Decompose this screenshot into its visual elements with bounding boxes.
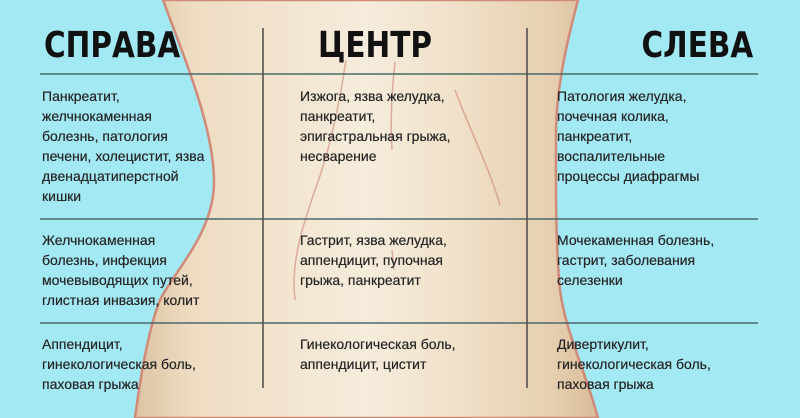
heading-right: СПРАВА — [44, 25, 181, 66]
heading-center: ЦЕНТР — [318, 25, 433, 66]
cell-center-upper: Изжога, язва желудка, панкреатит, эпигас… — [300, 88, 451, 164]
divider-row-1 — [40, 218, 758, 220]
divider-col-1 — [262, 28, 264, 388]
divider-header — [40, 73, 758, 75]
muscle-lines — [293, 59, 501, 301]
heading-left: СЛЕВА — [641, 25, 753, 66]
cell-center-lower: Гинекологическая боль, аппендицит, цисти… — [300, 336, 456, 372]
torso-shape — [133, 0, 600, 418]
cell-left-lower: Дивертикулит, гинекологическая боль, пах… — [557, 336, 711, 392]
cell-left-middle: Мочекаменная болезнь, гастрит, заболеван… — [557, 232, 715, 288]
divider-col-2 — [526, 28, 528, 388]
cell-center-middle: Гастрит, язва желудка, аппендицит, пупоч… — [300, 232, 447, 288]
cell-right-upper: Панкреатит, желчнокаменная болезнь, пато… — [42, 88, 205, 204]
divider-row-2 — [40, 322, 758, 324]
cell-left-upper: Патология желудка, почечная колика, панк… — [557, 88, 700, 184]
cell-right-middle: Желчнокаменная болезнь, инфекция мочевыв… — [42, 232, 200, 308]
cell-right-lower: Аппендицит, гинекологическая боль, пахов… — [42, 336, 196, 392]
